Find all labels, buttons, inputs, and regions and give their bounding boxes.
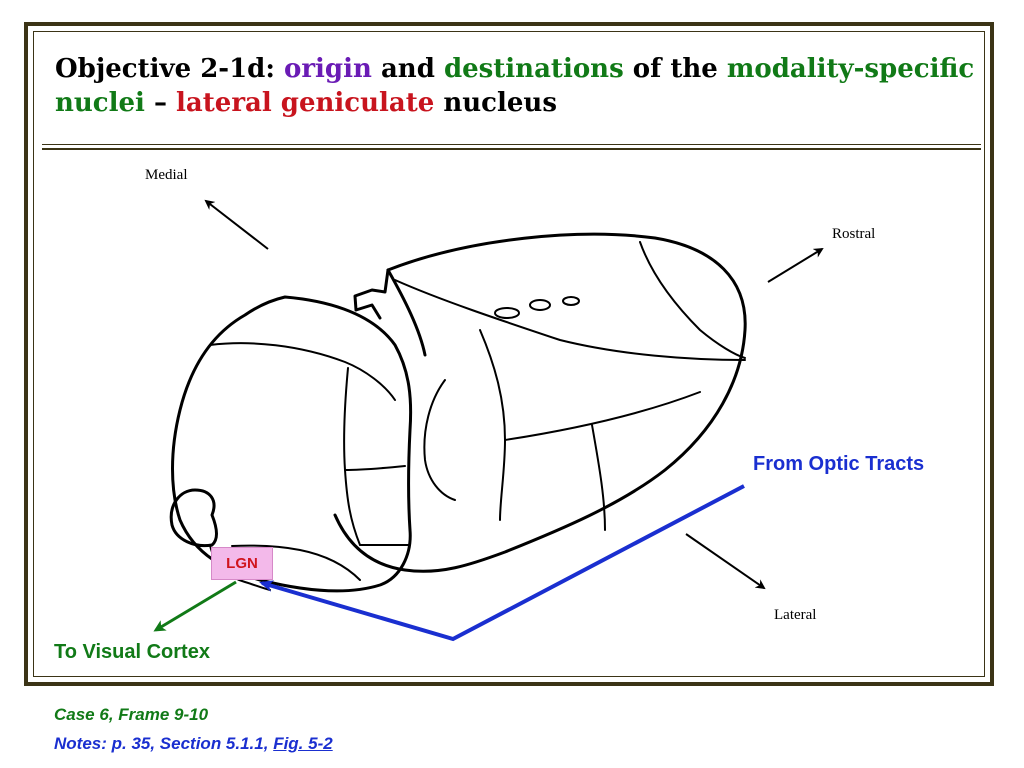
title-dash: –	[144, 88, 177, 118]
title-modality: modality-specific nuclei	[55, 54, 975, 118]
rostral-label: Rostral	[832, 226, 876, 242]
title-and: and	[371, 54, 444, 84]
lgn-label-box: LGN	[211, 547, 273, 580]
title-of-the: of the	[623, 54, 727, 84]
title-prefix: Objective 2-1d:	[55, 54, 284, 84]
slide-outer-frame	[24, 22, 994, 686]
to-visual-cortex-label: To Visual Cortex	[54, 641, 210, 663]
title-destinations: destinations	[443, 54, 624, 84]
medial-arrow	[204, 199, 269, 250]
lateral-label: Lateral	[774, 607, 817, 623]
title-origin: origin	[284, 54, 372, 84]
slide-inner-frame	[33, 31, 985, 677]
case-frame-note: Case 6, Frame 9-10	[54, 705, 209, 724]
notes-line: Notes: p. 35, Section 5.1.1, Fig. 5-2	[54, 734, 333, 754]
thalamus-outline	[169, 232, 747, 593]
rostral-arrow	[767, 247, 824, 283]
medial-label: Medial	[145, 167, 188, 183]
lateral-arrow	[685, 533, 766, 590]
slide-title: Objective 2-1d: origin and destinations …	[55, 52, 975, 120]
title-lgn-phrase: lateral geniculate	[176, 88, 435, 118]
visual-cortex-arrow	[153, 580, 237, 632]
from-optic-tracts-label: From Optic Tracts	[753, 453, 925, 475]
optic-tract-line	[259, 484, 745, 642]
title-divider-thick	[42, 148, 981, 150]
title-nucleus: nucleus	[434, 88, 557, 118]
notes-prefix: Notes: p. 35, Section 5.1.1,	[54, 734, 274, 753]
title-divider-thin	[42, 144, 981, 145]
fig-5-2-link[interactable]: Fig. 5-2	[273, 734, 333, 753]
